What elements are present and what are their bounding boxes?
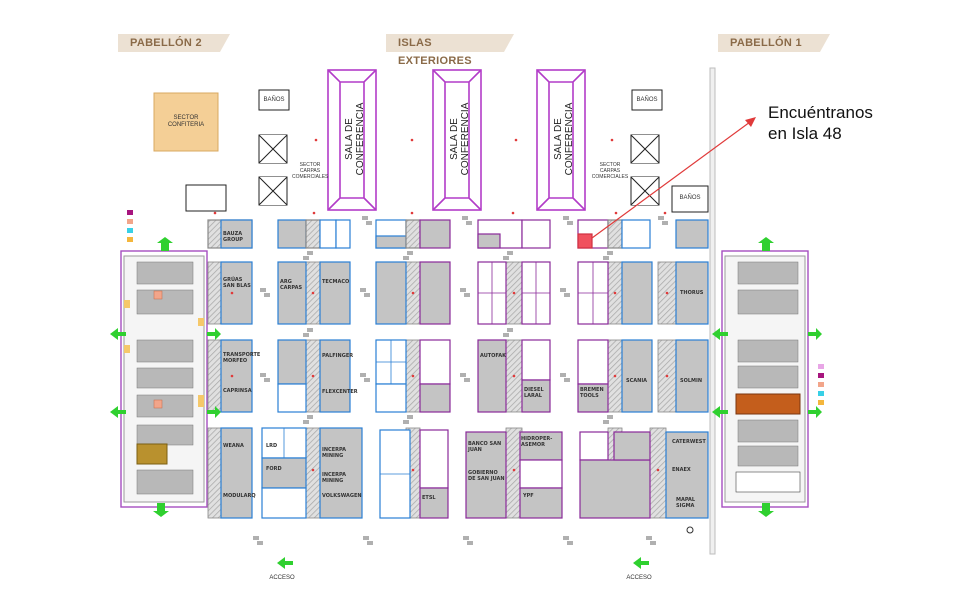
stand-autofak[interactable]: AUTOFAK bbox=[480, 353, 507, 359]
stand-tecmaco[interactable]: TECMACO bbox=[322, 279, 350, 285]
stand-gruas[interactable]: GRÚAS SAN BLAS bbox=[223, 277, 251, 289]
stand-thorus[interactable]: THORUS bbox=[680, 290, 704, 296]
acceso-right-label: ACCESO bbox=[626, 575, 652, 581]
sector-carpas-right-label: SECTOR CARPAS COMERCIALES bbox=[591, 162, 629, 180]
stand-lrd[interactable]: LRD bbox=[266, 443, 278, 449]
stand-diesel-laral[interactable]: DIESEL LARAL bbox=[524, 387, 544, 399]
banos-box-right bbox=[671, 185, 709, 213]
stand-modularq[interactable]: MODULARQ bbox=[223, 493, 256, 499]
sala-conferencia-2[interactable]: SALA DE CONFERENCIA bbox=[449, 102, 471, 176]
stand-ford[interactable]: FORD bbox=[266, 466, 282, 472]
section-pabellon-1: PABELLÓN 1 bbox=[718, 34, 830, 52]
banos-label-right: BAÑOS bbox=[679, 195, 701, 201]
acceso-left-label: ACCESO bbox=[269, 575, 295, 581]
banos-label-left: BAÑOS bbox=[263, 97, 285, 103]
stand-flexcenter[interactable]: FLEXCENTER bbox=[322, 389, 358, 395]
callout-line-2: en Isla 48 bbox=[768, 124, 842, 143]
empty-box-left bbox=[185, 184, 227, 212]
stand-bremen-tools[interactable]: BREMEN TOOLS bbox=[580, 387, 604, 399]
banos-box-left bbox=[258, 89, 290, 111]
stand-solmin[interactable]: SOLMIN bbox=[680, 378, 703, 384]
sector-carpas-left-label: SECTOR CARPAS COMERCIALES bbox=[292, 162, 329, 180]
sector-confiteria-area bbox=[153, 92, 219, 152]
sector-confiteria-label: SECTOR CONFITERIA bbox=[167, 115, 205, 128]
sala-conferencia-3[interactable]: SALA DE CONFERENCIA bbox=[553, 102, 575, 176]
callout-line-1: Encuéntranos bbox=[768, 103, 873, 122]
stand-scania[interactable]: SCANIA bbox=[626, 378, 648, 384]
stand-incerpa-1[interactable]: INCERPA MINING bbox=[322, 447, 347, 459]
sala-conferencia-1[interactable]: SALA DE CONFERENCIA bbox=[344, 102, 366, 176]
banos-label-right-top: BAÑOS bbox=[636, 97, 658, 103]
stand-palfinger[interactable]: PALFINGER bbox=[322, 353, 354, 359]
callout-text: Encuéntranos en Isla 48 bbox=[768, 102, 873, 144]
stand-banco-san-juan[interactable]: BANCO SAN JUAN bbox=[468, 441, 502, 453]
stand-caprinsa[interactable]: CAPRINSA bbox=[223, 388, 252, 394]
stand-incerpa-2[interactable]: INCERPA MINING bbox=[322, 472, 347, 484]
section-pabellon-2: PABELLÓN 2 bbox=[118, 34, 230, 52]
stand-gobierno-san-juan[interactable]: GOBIERNO DE SAN JUAN bbox=[468, 470, 505, 482]
stand-ypf[interactable]: YPF bbox=[523, 493, 534, 499]
stand-weana[interactable]: WEANA bbox=[223, 443, 244, 449]
section-islas-exteriores: ISLAS EXTERIORES bbox=[386, 34, 514, 67]
stand-arg-carpas[interactable]: ARG CARPAS bbox=[280, 279, 303, 291]
stand-enaex[interactable]: ENAEX bbox=[672, 467, 691, 473]
stand-transporte[interactable]: TRANSPORTE MORFEO bbox=[223, 352, 261, 364]
stand-caterwest[interactable]: CATERWEST bbox=[672, 439, 706, 445]
stand-mapal-sigma[interactable]: MAPAL SIGMA bbox=[676, 497, 696, 509]
stand-etsl[interactable]: ETSL bbox=[422, 495, 436, 501]
banos-box-right-top bbox=[631, 89, 663, 111]
stand-volkswagen[interactable]: VOLKSWAGEN bbox=[322, 493, 362, 499]
stand-hidroper[interactable]: HIDROPER-ASEMOR bbox=[521, 436, 553, 448]
stand-bauza[interactable]: BAUZA GROUP bbox=[223, 231, 243, 243]
